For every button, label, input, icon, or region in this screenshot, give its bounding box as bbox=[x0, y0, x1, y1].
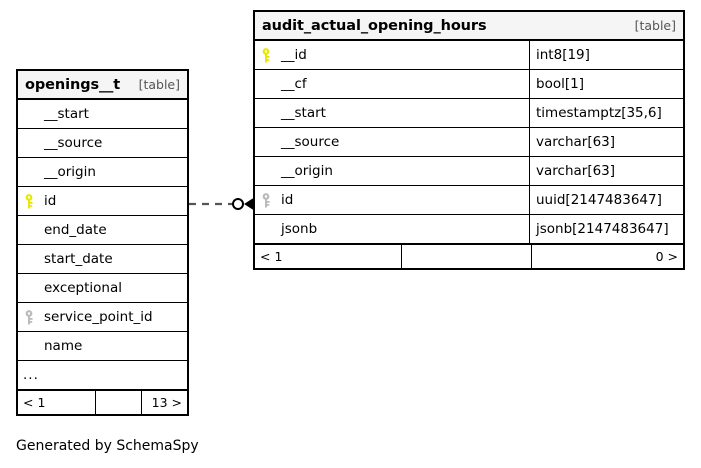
column-name-cell: name bbox=[18, 332, 187, 360]
column-name: __cf bbox=[281, 76, 307, 92]
column-type: int8[19] bbox=[529, 41, 683, 69]
column-row[interactable]: __source varchar[63] bbox=[255, 128, 683, 157]
more-columns-indicator: ... bbox=[23, 367, 39, 383]
entity-title: openings__t bbox=[25, 76, 121, 93]
footer-parent-count[interactable]: < 1 bbox=[255, 245, 402, 268]
column-name: __id bbox=[281, 47, 307, 63]
column-name: service_point_id bbox=[44, 309, 153, 325]
more-columns-indicator-row[interactable]: ... bbox=[18, 361, 187, 390]
column-row[interactable]: start_date bbox=[18, 245, 187, 274]
entity-footer: < 1 13 > bbox=[18, 390, 187, 414]
column-name: id bbox=[281, 192, 294, 208]
footer-middle bbox=[402, 245, 532, 268]
column-name-cell: __start bbox=[255, 99, 529, 127]
column-row-service-point-id[interactable]: service_point_id bbox=[18, 303, 187, 332]
column-name-cell: __origin bbox=[18, 158, 187, 186]
column-type: varchar[63] bbox=[529, 128, 683, 156]
column-name-cell: __origin bbox=[255, 157, 529, 185]
column-name-cell: service_point_id bbox=[18, 303, 187, 331]
crowsfoot-cardinality-icon bbox=[244, 197, 255, 211]
column-name-cell: __source bbox=[18, 129, 187, 157]
entity-footer: < 1 0 > bbox=[255, 244, 683, 268]
column-name: start_date bbox=[44, 251, 113, 267]
column-name-cell: __start bbox=[18, 100, 187, 128]
entity-type-tag: [table] bbox=[138, 77, 180, 92]
zero-or-one-cardinality-icon bbox=[232, 198, 244, 210]
entity-header-audit_actual_opening_hours: audit_actual_opening_hours [table] bbox=[255, 12, 683, 41]
column-name-cell: id bbox=[255, 186, 529, 214]
column-row-id[interactable]: id uuid[2147483647] bbox=[255, 186, 683, 215]
column-name: name bbox=[44, 338, 83, 354]
column-row[interactable]: __source bbox=[18, 129, 187, 158]
entity-title: audit_actual_opening_hours bbox=[262, 17, 487, 34]
column-name-cell: jsonb bbox=[255, 215, 529, 243]
column-name: id bbox=[44, 193, 57, 209]
column-name: __origin bbox=[44, 164, 96, 180]
column-name: end_date bbox=[44, 222, 107, 238]
column-name: __origin bbox=[281, 163, 333, 179]
entity-openings__t[interactable]: openings__t [table] __start __source __o… bbox=[16, 69, 189, 416]
footer-child-count[interactable]: 13 > bbox=[151, 395, 182, 410]
column-name-cell: id bbox=[18, 187, 187, 215]
column-row[interactable]: jsonb jsonb[2147483647] bbox=[255, 215, 683, 244]
column-row[interactable]: name bbox=[18, 332, 187, 361]
primary-key-icon bbox=[25, 193, 42, 209]
column-name-cell: __id bbox=[255, 41, 529, 69]
column-name-cell: end_date bbox=[18, 216, 187, 244]
column-row[interactable]: __cf bool[1] bbox=[255, 70, 683, 99]
footer-child-count[interactable]: 0 > bbox=[655, 249, 678, 264]
column-name: exceptional bbox=[44, 280, 123, 296]
column-name: __source bbox=[44, 135, 103, 151]
column-row[interactable]: end_date bbox=[18, 216, 187, 245]
column-row[interactable]: __origin varchar[63] bbox=[255, 157, 683, 186]
generated-by-caption: Generated by SchemaSpy bbox=[16, 438, 199, 454]
column-name: __start bbox=[44, 106, 89, 122]
primary-key-icon bbox=[262, 47, 279, 63]
column-row[interactable]: exceptional bbox=[18, 274, 187, 303]
column-type: varchar[63] bbox=[529, 157, 683, 185]
column-name: __source bbox=[281, 134, 340, 150]
column-name: jsonb bbox=[281, 221, 318, 237]
column-type: bool[1] bbox=[529, 70, 683, 98]
entity-audit_actual_opening_hours[interactable]: audit_actual_opening_hours [table] __id … bbox=[253, 10, 685, 270]
column-name: __start bbox=[281, 105, 326, 121]
column-row[interactable]: __origin bbox=[18, 158, 187, 187]
column-name-cell: start_date bbox=[18, 245, 187, 273]
column-name-cell: exceptional bbox=[18, 274, 187, 302]
entity-type-tag: [table] bbox=[634, 18, 676, 33]
column-type: uuid[2147483647] bbox=[529, 186, 683, 214]
column-type: jsonb[2147483647] bbox=[529, 215, 683, 243]
column-name-cell: __cf bbox=[255, 70, 529, 98]
column-row[interactable]: __start bbox=[18, 100, 187, 129]
footer-middle bbox=[96, 391, 142, 414]
index-key-icon bbox=[262, 192, 279, 208]
column-row[interactable]: __start timestamptz[35,6] bbox=[255, 99, 683, 128]
relationship-connector[interactable] bbox=[189, 190, 255, 218]
column-name-cell: __source bbox=[255, 128, 529, 156]
entity-header-openings__t: openings__t [table] bbox=[18, 71, 187, 100]
column-type: timestamptz[35,6] bbox=[529, 99, 683, 127]
column-row-id[interactable]: id bbox=[18, 187, 187, 216]
index-key-icon bbox=[25, 309, 42, 325]
footer-parent-count[interactable]: < 1 bbox=[18, 391, 96, 414]
column-row-__id[interactable]: __id int8[19] bbox=[255, 41, 683, 70]
